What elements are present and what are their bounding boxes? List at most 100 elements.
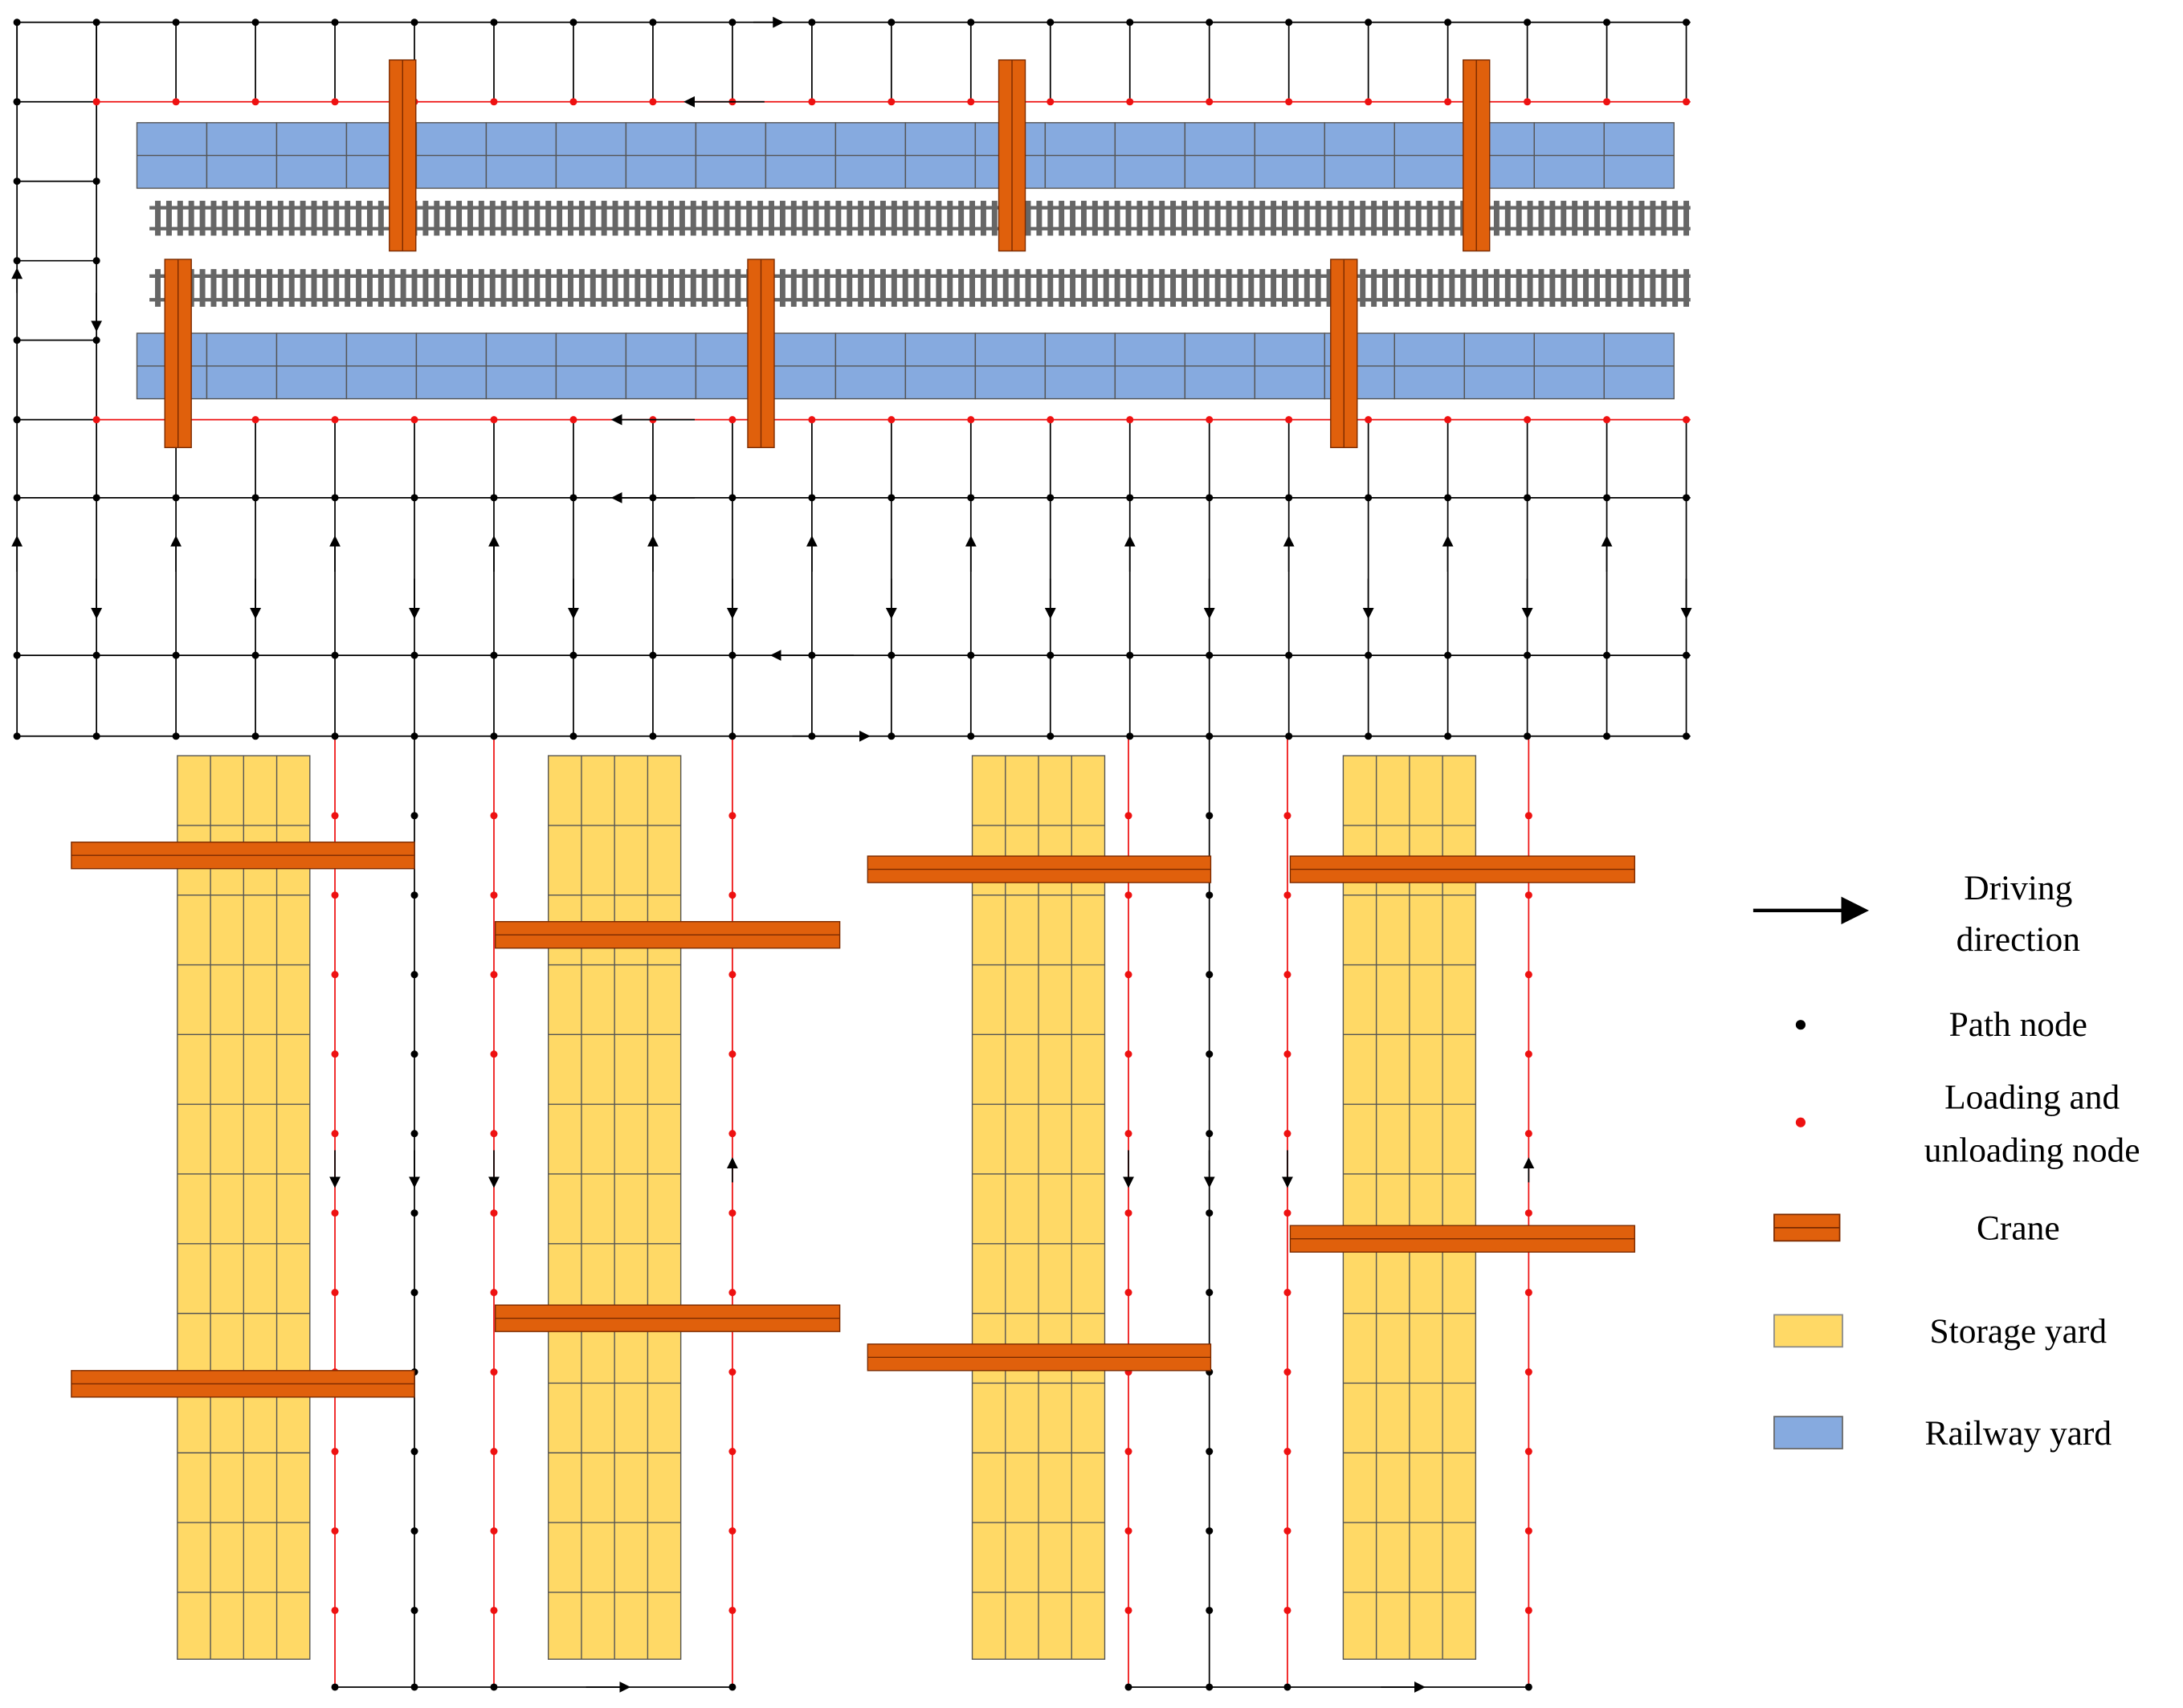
loading-node	[1124, 971, 1132, 979]
rail-tie	[1360, 201, 1366, 236]
path-node	[410, 1683, 418, 1691]
rail-tie	[568, 201, 573, 236]
rail-tie	[735, 201, 741, 236]
path-node	[172, 732, 180, 740]
loading-node	[1283, 1448, 1291, 1456]
loading-node	[1524, 1606, 1532, 1614]
rail-tie	[902, 269, 908, 307]
rail-tie	[1192, 201, 1198, 236]
rail-tie	[1192, 269, 1198, 307]
path-node	[1206, 1448, 1214, 1456]
rail-tie	[255, 201, 262, 236]
rail-tie	[1483, 269, 1488, 307]
rail-tie	[612, 201, 618, 236]
rail-tie	[1650, 201, 1656, 236]
rail-tie	[1025, 201, 1031, 236]
rail-tie	[557, 201, 563, 236]
rail-tie	[1170, 201, 1177, 236]
path-node	[331, 18, 339, 26]
path-node	[410, 971, 418, 979]
path-node	[967, 18, 975, 26]
legend-storage-yard-icon	[1773, 1314, 1843, 1348]
rail-tie	[534, 201, 541, 236]
rail-tie	[601, 269, 607, 307]
loading-node	[1283, 971, 1291, 979]
path-node	[1206, 1050, 1214, 1058]
rail-tie	[356, 201, 362, 236]
loading-node	[1283, 1130, 1291, 1138]
loading-node	[92, 98, 100, 106]
rail-tie	[835, 201, 842, 236]
path-node	[13, 494, 21, 502]
rail-tie	[1504, 269, 1511, 307]
rail-tie	[1605, 201, 1611, 236]
path-node	[13, 732, 21, 740]
rail-tie	[366, 269, 373, 307]
rail-tie	[1237, 201, 1243, 236]
rail-tie	[1549, 201, 1556, 236]
rail-tie	[813, 201, 819, 236]
rail-tie	[1326, 269, 1332, 307]
rail-tie	[1627, 201, 1634, 236]
loading-node	[331, 416, 339, 424]
rail-tie	[1114, 269, 1120, 307]
rail-tie	[545, 201, 552, 236]
path-node	[1126, 494, 1134, 502]
loading-node	[1365, 98, 1373, 106]
path-node	[1285, 732, 1293, 740]
rail-tie	[1404, 201, 1410, 236]
loading-node	[1444, 98, 1452, 106]
path-node	[92, 336, 100, 344]
rail-tie	[1572, 269, 1578, 307]
rail-tie	[1572, 201, 1578, 236]
path-node	[251, 494, 259, 502]
legend-railway-yard-icon	[1773, 1416, 1843, 1449]
rail-tie	[578, 269, 585, 307]
path-node	[569, 732, 577, 740]
loading-node	[1124, 1050, 1132, 1058]
rail-tie	[1282, 269, 1287, 307]
path-node	[490, 494, 498, 502]
loading-node	[887, 98, 896, 106]
loading-node	[490, 1209, 498, 1217]
rail-tie	[1271, 269, 1277, 307]
rail-tie	[456, 201, 463, 236]
path-node	[490, 18, 498, 26]
rail-tie	[1092, 269, 1098, 307]
rail-tie	[277, 269, 284, 307]
path-node	[1206, 1130, 1214, 1138]
loading-node	[490, 1448, 498, 1456]
legend-driving-label-2: direction	[1957, 920, 2081, 959]
loading-node	[490, 1606, 498, 1614]
loading-node	[490, 98, 498, 106]
path-node	[887, 732, 896, 740]
rail-tie	[724, 201, 730, 236]
loading-node	[1603, 98, 1611, 106]
rail-tie	[824, 201, 830, 236]
rail-tie	[288, 269, 295, 307]
rail-tie	[188, 201, 194, 236]
rail-tie	[668, 269, 674, 307]
rail-tie	[1159, 201, 1165, 236]
loading-node	[331, 971, 339, 979]
path-node	[251, 651, 259, 659]
path-node	[410, 1606, 418, 1614]
rail-tie	[657, 269, 663, 307]
rail-tie	[277, 201, 284, 236]
rail-tie	[1371, 269, 1377, 307]
rail-tie	[1226, 201, 1232, 236]
rail-tie	[422, 201, 429, 236]
path-node	[490, 1683, 498, 1691]
path-node	[410, 891, 418, 899]
loading-node	[331, 1289, 339, 1297]
path-node	[728, 1683, 737, 1691]
path-node	[1524, 651, 1532, 659]
path-node	[1603, 651, 1611, 659]
rail-tie	[958, 269, 965, 307]
path-node	[490, 651, 498, 659]
path-node	[1365, 18, 1373, 26]
rail-tie	[590, 269, 596, 307]
rail-tie	[244, 201, 251, 236]
rail-tie	[690, 269, 696, 307]
path-node	[1444, 494, 1452, 502]
